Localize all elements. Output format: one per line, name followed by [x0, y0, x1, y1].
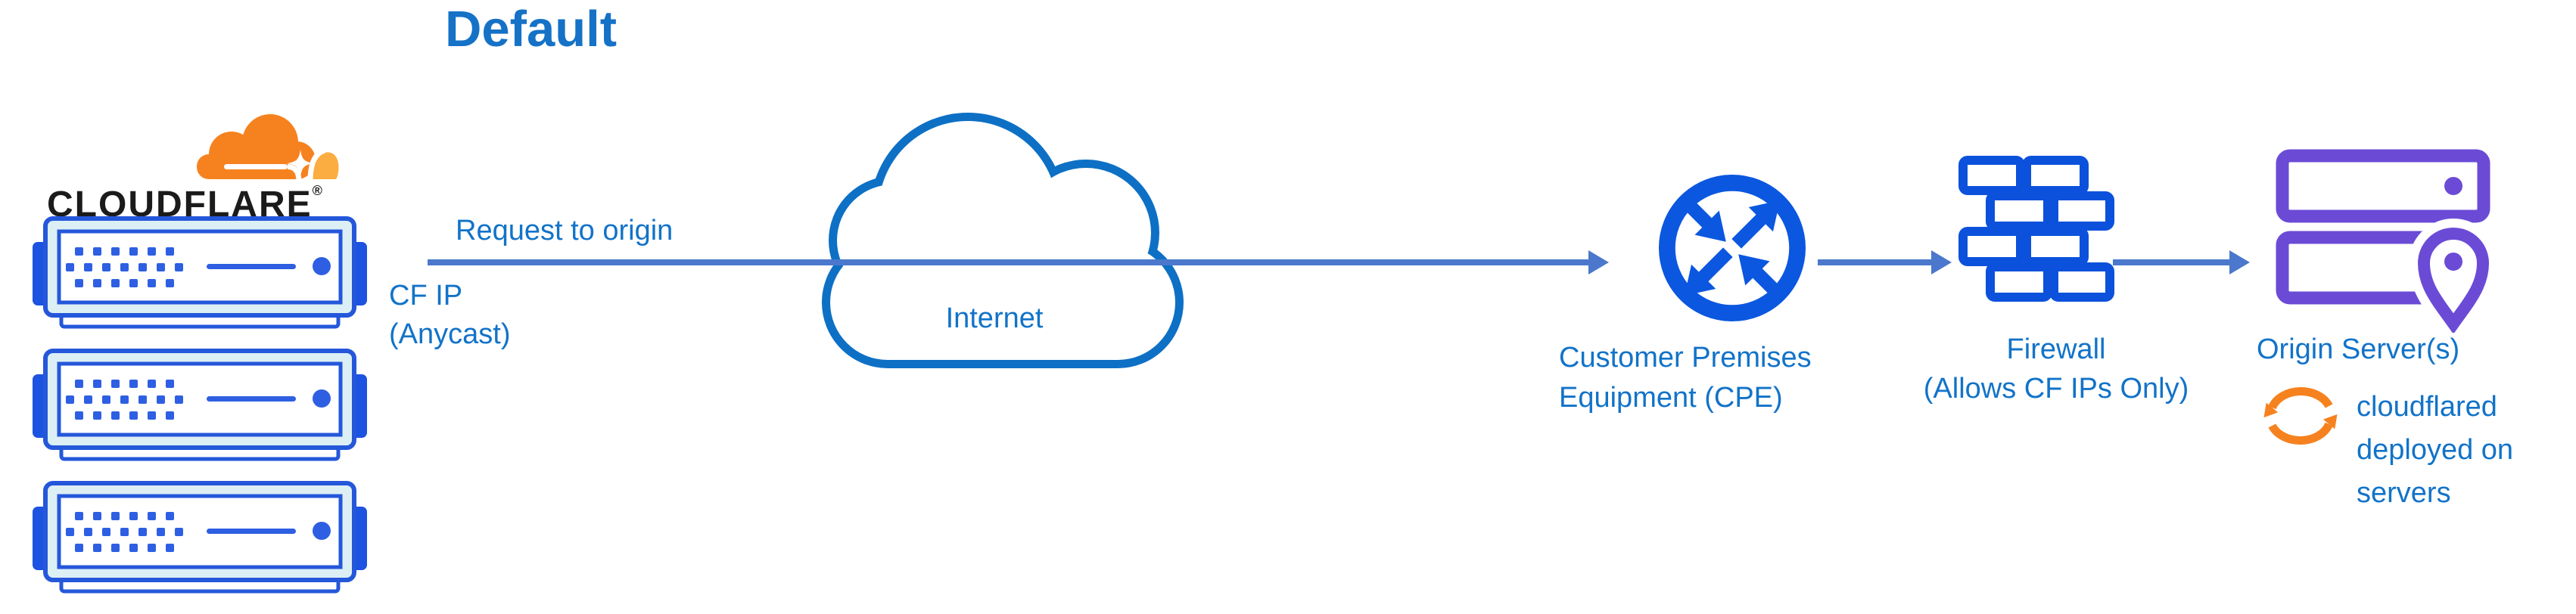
- diagram-title: Default: [445, 1, 618, 57]
- cloudflared-sync-icon: [2257, 383, 2346, 451]
- cloudflare-server-icon-2: [31, 349, 369, 462]
- arrow-firewall-to-origin-line: [2113, 259, 2231, 265]
- internet-cloud-icon: [820, 110, 1186, 374]
- request-to-origin-label: Request to origin: [456, 215, 674, 247]
- cpe-label: Customer Premises Equipment (CPE): [1559, 338, 1812, 418]
- cf-ip-anycast-label: CF IP (Anycast): [389, 277, 510, 354]
- cloudflare-logo-icon: [189, 109, 341, 185]
- cloudflare-server-icon-1: [31, 216, 369, 330]
- arrow-cpe-to-firewall-line: [1818, 259, 1933, 265]
- registered-trademark-symbol: ®: [312, 183, 322, 198]
- arrow-request-to-origin-head: [1588, 250, 1609, 274]
- firewall-icon: [1957, 155, 2114, 302]
- cf-ip-line1: CF IP: [389, 280, 463, 312]
- arrow-request-to-origin-line: [428, 259, 1591, 265]
- cloudflare-server-icon-3: [31, 481, 369, 594]
- cpe-label-line1: Customer Premises: [1559, 342, 1812, 374]
- internet-label: Internet: [945, 302, 1044, 334]
- origin-servers-label: Origin Server(s): [2257, 333, 2460, 365]
- origin-servers-icon: [2270, 147, 2494, 333]
- cloudflared-note: cloudflared deployed on servers: [2357, 391, 2514, 509]
- cpe-router-icon: [1657, 173, 1807, 323]
- firewall-label-line2: (Allows CF IPs Only): [1923, 373, 2189, 405]
- firewall-label: Firewall (Allows CF IPs Only): [1878, 330, 2234, 408]
- cpe-label-line2: Equipment (CPE): [1559, 382, 1783, 414]
- arrow-firewall-to-origin-head: [2229, 250, 2250, 274]
- arrow-cpe-to-firewall-head: [1931, 250, 1952, 274]
- firewall-label-line1: Firewall: [2006, 333, 2106, 365]
- cf-ip-line2: (Anycast): [389, 318, 511, 350]
